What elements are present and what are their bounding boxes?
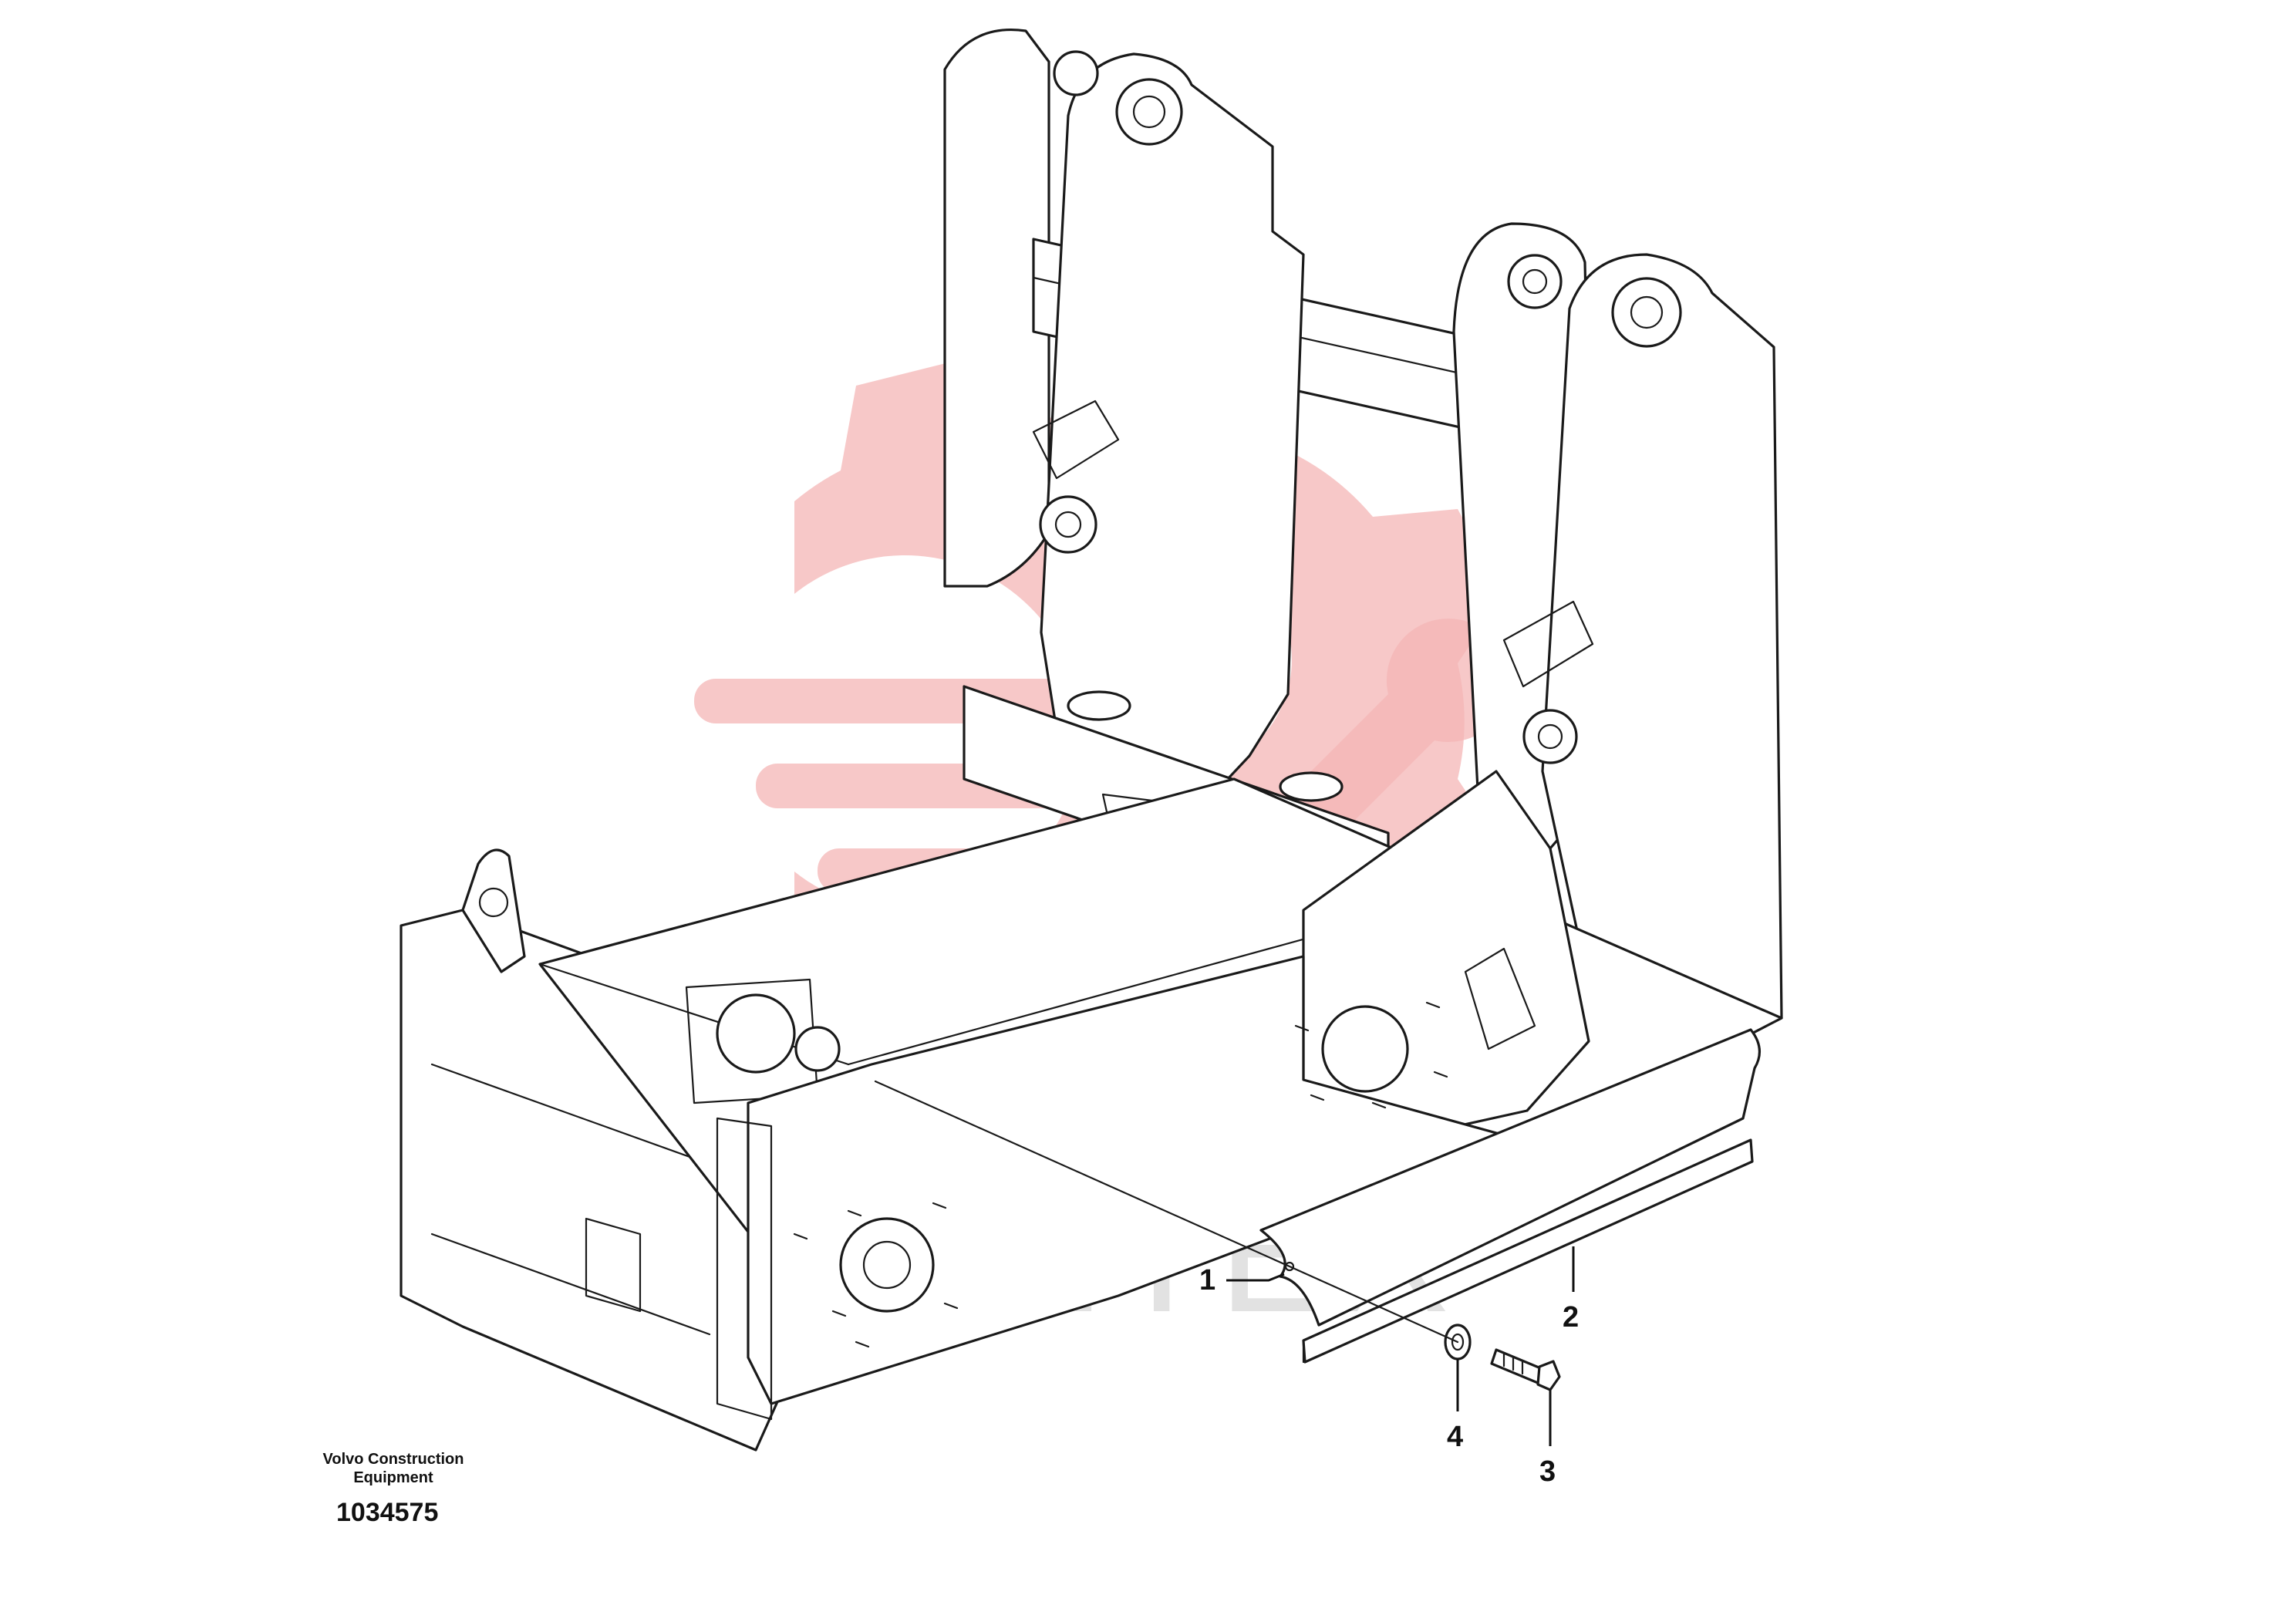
callout-3-label: 3 — [1539, 1455, 1556, 1488]
brand-line-1: Volvo Construction — [322, 1451, 464, 1468]
bolt-part — [1490, 1348, 1561, 1391]
skid-plate-part — [1259, 1028, 1761, 1327]
callout-1: 1 — [1199, 1264, 1285, 1297]
callout-2: 2 — [1563, 1246, 1579, 1334]
callout-4-label: 4 — [1447, 1421, 1463, 1453]
drawing-number: 1034575 — [336, 1498, 439, 1527]
callout-2-label: 2 — [1563, 1301, 1579, 1334]
callout-3: 3 — [1539, 1390, 1556, 1488]
brand-line-2: Equipment — [353, 1469, 433, 1486]
loader-frame — [400, 29, 1783, 1452]
wear-strip-part — [1302, 1138, 1754, 1364]
drawing-caption: Volvo Construction Equipment 1034575 — [293, 1450, 494, 1528]
callout-1-label: 1 — [1199, 1264, 1215, 1297]
callout-4: 4 — [1447, 1359, 1463, 1453]
assembly-line — [874, 1080, 1459, 1344]
